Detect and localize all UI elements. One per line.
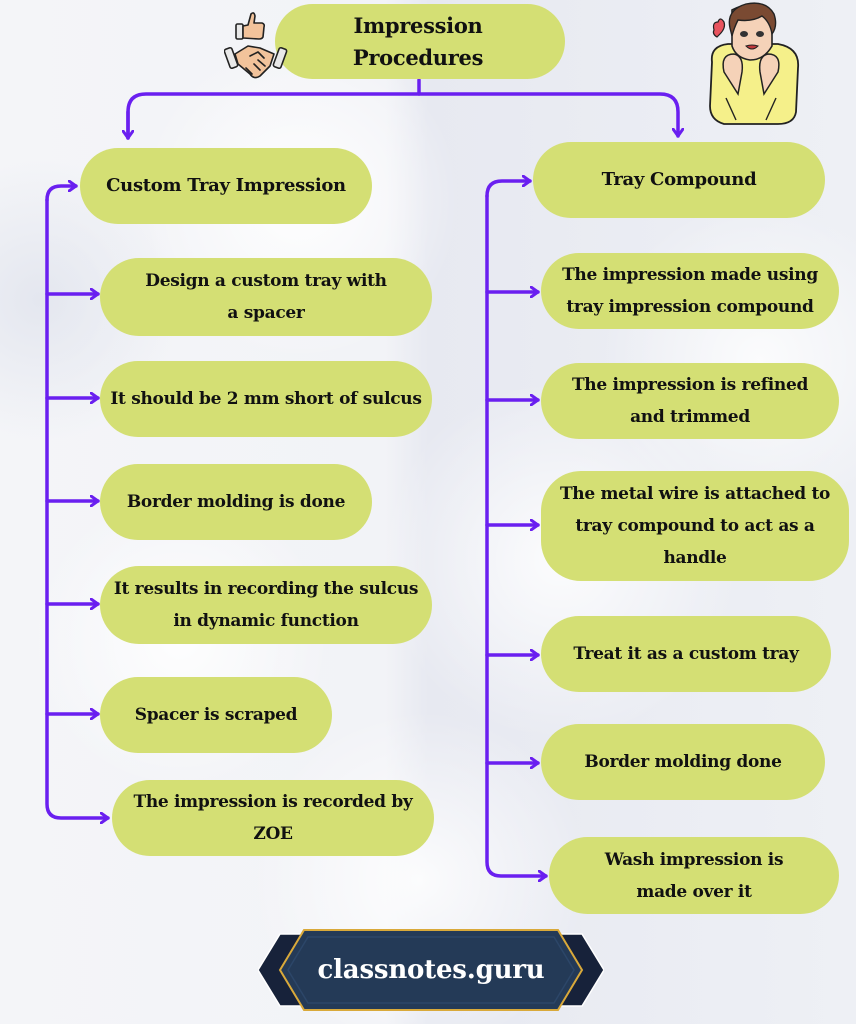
- left-step-4: It results in recording the sulcus in dy…: [100, 566, 432, 644]
- left-step-1: Design a custom tray with a spacer: [100, 258, 432, 336]
- right-step-4: Treat it as a custom tray: [541, 616, 831, 692]
- right-step-2: The impression is refined and trimmed: [541, 363, 839, 439]
- split-line: [126, 92, 678, 140]
- left-step-6: The impression is recorded by ZOE: [112, 780, 434, 856]
- right-step-3: The metal wire is attached to tray compo…: [541, 471, 849, 581]
- right-arrow-6: [485, 194, 548, 876]
- left-step-2: It should be 2 mm short of sulcus: [100, 361, 432, 437]
- right-branch-heading: Tray Compound: [533, 142, 825, 218]
- right-arrow-heading: [485, 181, 532, 198]
- brand-badge: [258, 929, 604, 1011]
- left-arrow-heading: [45, 186, 78, 202]
- brand-text: classnotes.guru: [317, 955, 545, 985]
- handshake-thumbs-up-icon: [224, 12, 288, 79]
- page-title: Impression Procedures: [352, 12, 484, 70]
- title-node: Impression Procedures: [275, 4, 565, 79]
- right-step-5: Border molding done: [541, 724, 825, 800]
- right-step-1: The impression made using tray impressio…: [541, 253, 839, 329]
- left-step-3: Border molding is done: [100, 464, 372, 540]
- left-branch-heading: Custom Tray Impression: [80, 148, 372, 224]
- excited-person-illustration: [709, 2, 800, 125]
- left-step-5: Spacer is scraped: [100, 677, 332, 753]
- right-step-6: Wash impression is made over it: [549, 837, 839, 914]
- left-arrow-6: [45, 198, 110, 818]
